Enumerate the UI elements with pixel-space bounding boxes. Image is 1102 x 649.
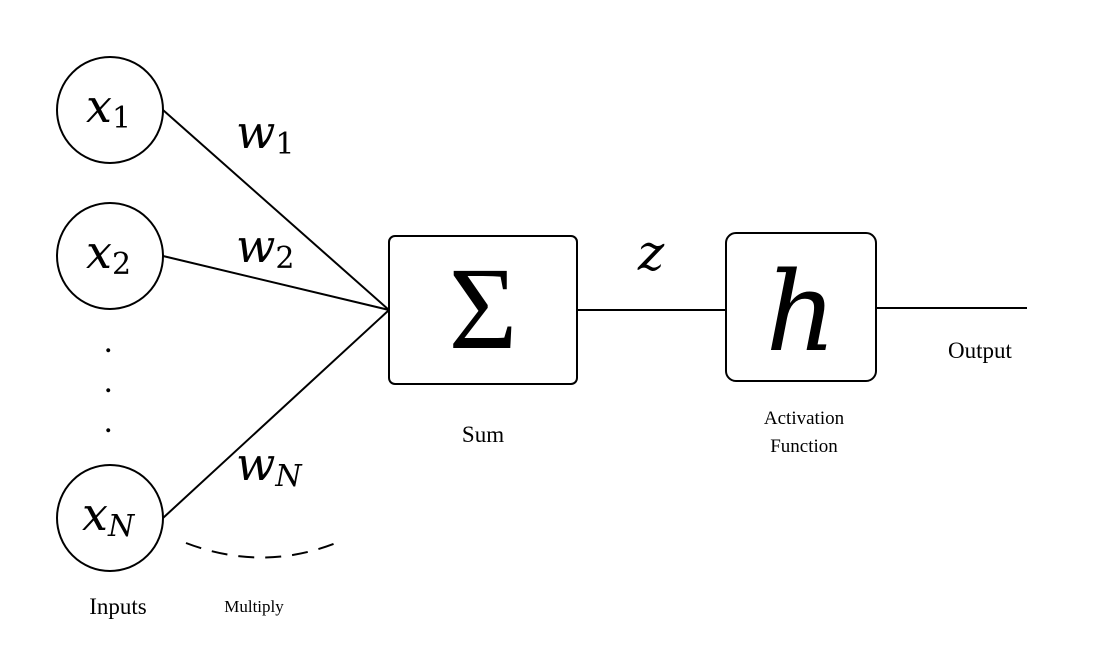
- weight-edge-n: [162, 309, 390, 519]
- activation-symbol: h: [766, 248, 837, 376]
- weight-label-n: wN: [236, 437, 303, 494]
- ellipsis-dot-3: .: [104, 403, 113, 440]
- multiply-label: Multiply: [224, 597, 284, 616]
- activation-label-line1: Activation: [764, 408, 845, 429]
- inputs-label: Inputs: [89, 594, 147, 619]
- weight-label-2: w2: [236, 219, 294, 276]
- sum-output-label: z: [637, 224, 665, 282]
- input-label-1: x1: [86, 79, 131, 136]
- ellipsis-dot-1: .: [104, 323, 113, 360]
- input-label-n: xN: [82, 487, 136, 544]
- weight-edge-1: [162, 109, 390, 311]
- ellipsis-dot-2: .: [104, 363, 113, 400]
- activation-label-line2: Function: [770, 436, 838, 457]
- weight-label-1: w1: [236, 105, 294, 162]
- output-label: Output: [948, 338, 1013, 363]
- sum-symbol: Σ: [449, 243, 518, 374]
- weight-edge-2: [162, 255, 390, 311]
- sum-label: Sum: [462, 422, 504, 447]
- multiply-arc: [185, 542, 337, 559]
- input-label-2: x2: [86, 225, 131, 282]
